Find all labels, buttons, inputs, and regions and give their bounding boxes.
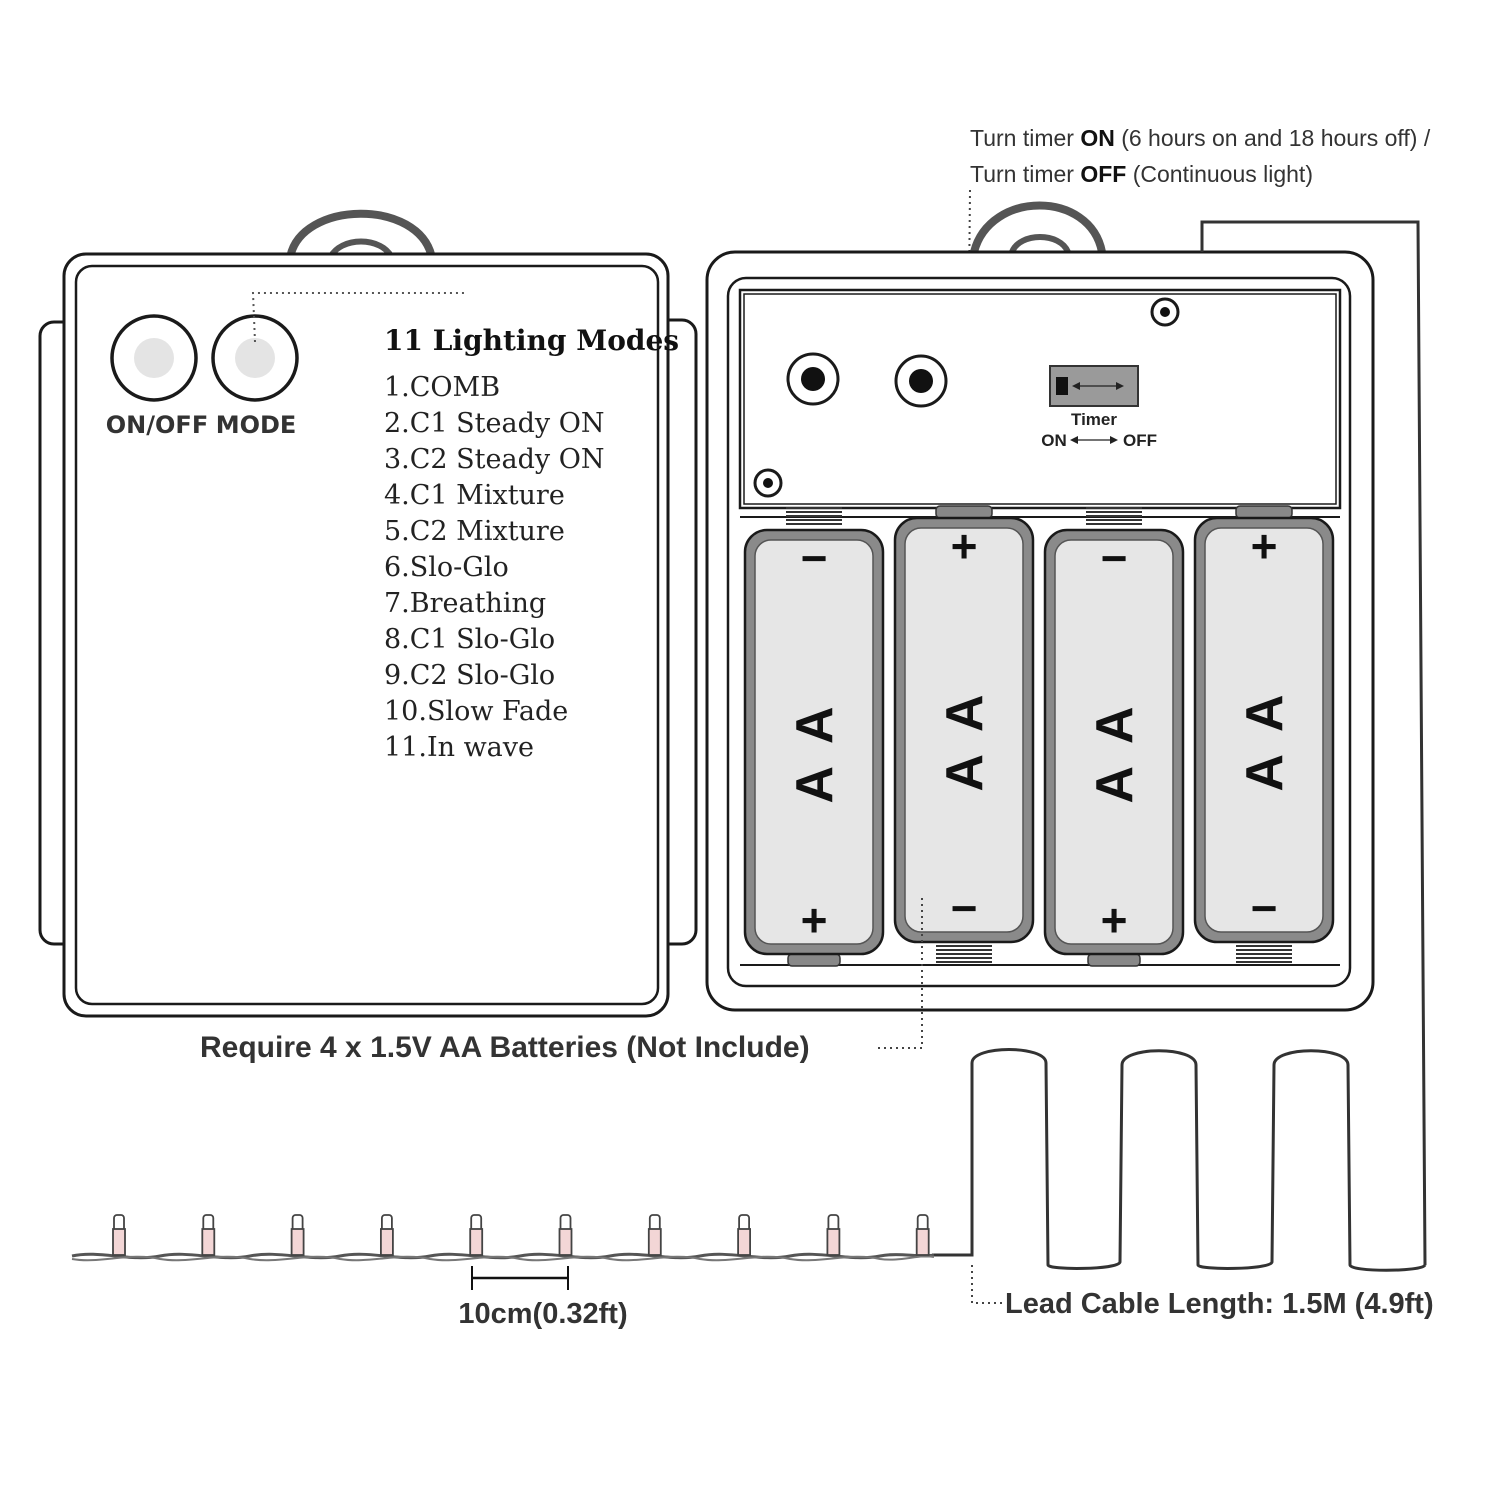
battery-1: − + AA [743,507,885,967]
mode-item: 6.Slo-Glo [384,552,509,583]
mode-item: 4.C1 Mixture [384,480,565,511]
led-bulb [915,1214,930,1256]
polarity-bottom: − [1251,882,1278,934]
bulbs [112,1214,930,1256]
mode-item: 8.C1 Slo-Glo [384,624,555,655]
polarity-top: + [951,520,978,572]
polarity-top: − [801,532,828,584]
led-bulb [201,1214,216,1256]
timer-switch-label: Timer [1071,410,1117,429]
led-bulb [112,1214,126,1256]
requirement-text: Require 4 x 1.5V AA Batteries (Not Inclu… [200,1031,810,1064]
polarity-bottom: + [801,894,828,946]
polarity-bottom: − [951,882,978,934]
battery-body [1054,539,1174,945]
battery-body [1204,527,1324,933]
battery-4: + − AA [1193,505,1335,963]
timer-switch-knob [1056,377,1068,395]
hanging-loop [286,209,436,260]
mode-label: MODE [216,411,297,439]
mode-item: 1.COMB [384,372,500,403]
modes-title: 11 Lighting Modes [384,324,679,357]
polarity-bottom: + [1101,894,1128,946]
battery-body [904,527,1024,933]
battery-box: Timer ON OFF − + AA + − AA − + AA + − AA [705,201,1375,1012]
on-off-label: ON/OFF [106,411,208,439]
mode-item: 2.C1 Steady ON [384,408,604,439]
led-bulb [469,1214,484,1256]
timer-on-label: ON [1041,431,1067,450]
polarity-top: − [1101,532,1128,584]
control-box: ON/OFF MODE 11 Lighting Modes 1.COMB 2.C1… [38,209,698,1018]
modes-list: 1.COMB 2.C1 Steady ON 3.C2 Steady ON 4.C1 M… [384,372,604,763]
requirement-leader-line [878,895,923,1049]
mode-item: 10.Slow Fade [384,696,568,727]
mode-item: 11.In wave [384,732,534,763]
polarity-top: + [1251,520,1278,572]
led-bulb [647,1214,662,1256]
spacing-label: 10cm(0.32ft) [458,1298,627,1330]
battery-box-loop [970,201,1106,254]
battery-aa-label: AA [1236,672,1294,791]
lead-cable: Lead Cable Length: 1.5M (4.9ft) [932,220,1434,1320]
timer-note-line-2: Turn timer OFF (Continuous light) [970,161,1313,187]
battery-aa-label: AA [1086,684,1144,803]
mode-item: 9.C2 Slo-Glo [384,660,555,691]
battery-aa-label: AA [936,672,994,791]
circuit-panel [738,288,1342,510]
battery-slots: − + AA + − AA − + AA + − AA [743,505,1335,967]
led-string: 10cm(0.32ft) [71,1214,935,1330]
lead-cable-coil [932,1048,1427,1272]
battery-aa-label: AA [786,684,844,803]
battery-2: + − AA [893,505,1035,963]
timer-note-line-1: Turn timer ON (6 hours on and 18 hours o… [970,125,1431,151]
led-bulb [379,1214,394,1256]
timer-off-label: OFF [1123,431,1157,450]
mode-item: 5.C2 Mixture [384,516,565,547]
led-bulb [737,1214,751,1256]
control-box-inner [74,264,660,1006]
led-bulb [826,1214,841,1256]
lead-cable-label: Lead Cable Length: 1.5M (4.9ft) [1005,1288,1434,1320]
led-bulb [290,1214,305,1256]
battery-body [754,539,874,945]
mode-item: 3.C2 Steady ON [384,444,604,475]
mode-leader-line [251,292,465,343]
mode-item: 7.Breathing [384,588,546,619]
battery-3: − + AA [1043,507,1185,967]
led-bulb [558,1214,573,1256]
